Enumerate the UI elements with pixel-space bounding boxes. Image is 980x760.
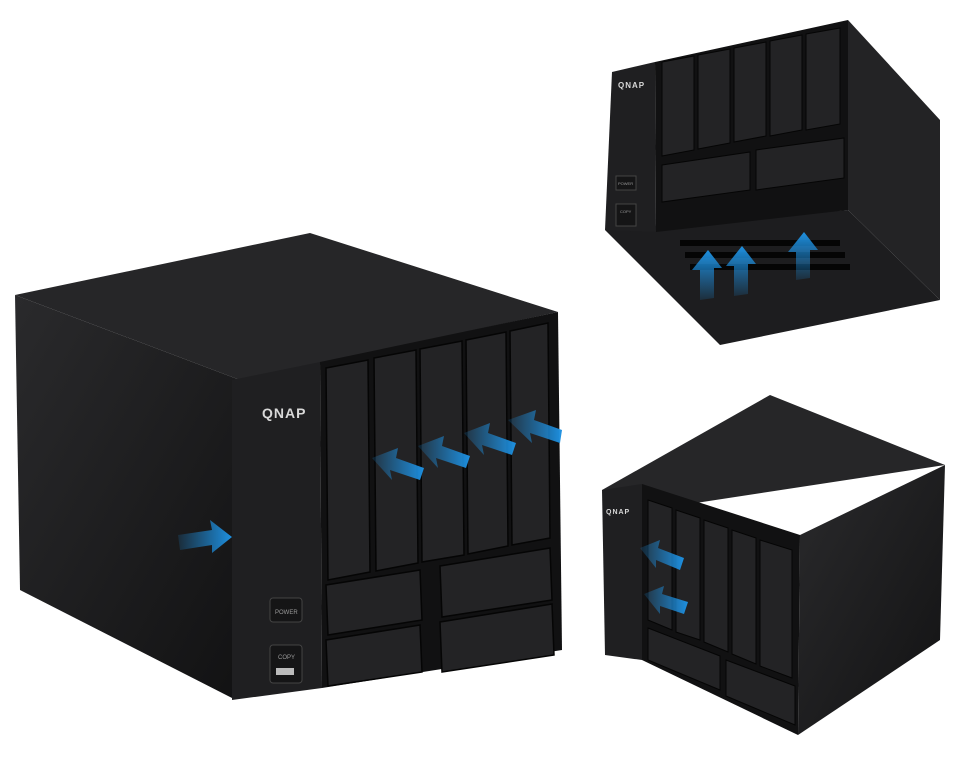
right-side-face (848, 20, 940, 300)
vent-slots (680, 240, 850, 270)
airflow-arrows (692, 232, 818, 300)
arrow-icon (464, 423, 516, 455)
top-face (15, 233, 558, 380)
top-face (602, 395, 945, 510)
arrow-icon (508, 410, 562, 443)
right-side-face (798, 465, 945, 735)
usb-port-icon (276, 668, 294, 675)
arrow-icon (372, 448, 424, 480)
arrow-icon (178, 520, 232, 553)
drive-bays (661, 27, 845, 203)
arrow-icon (418, 436, 470, 468)
airflow-arrows (178, 410, 562, 553)
drive-bays (325, 322, 555, 687)
arrow-icon (726, 246, 756, 296)
front-panel (602, 484, 642, 660)
arrow-icon (692, 250, 722, 300)
bottom-view-nas-unit: QNAP POWER COPY (605, 20, 940, 345)
power-button[interactable] (269, 597, 303, 623)
left-side-face (15, 295, 240, 698)
brand-logo: QNAP (262, 405, 306, 421)
brand-logo: QNAP (606, 509, 630, 516)
main-nas-unit: QNAP POWER COPY (15, 233, 562, 700)
power-label: POWER (275, 610, 298, 616)
rear-angle-nas-unit: QNAP (602, 395, 945, 735)
copy-label: COPY (620, 209, 632, 214)
copy-button[interactable] (269, 644, 303, 684)
brand-logo: QNAP (618, 81, 645, 90)
copy-button[interactable] (615, 203, 637, 227)
arrow-icon (644, 586, 688, 614)
power-button[interactable] (615, 175, 637, 191)
copy-label: COPY (278, 655, 295, 661)
airflow-arrows (640, 540, 688, 614)
arrow-icon (788, 232, 818, 280)
power-label: POWER (618, 181, 633, 186)
arrow-icon (640, 540, 684, 570)
